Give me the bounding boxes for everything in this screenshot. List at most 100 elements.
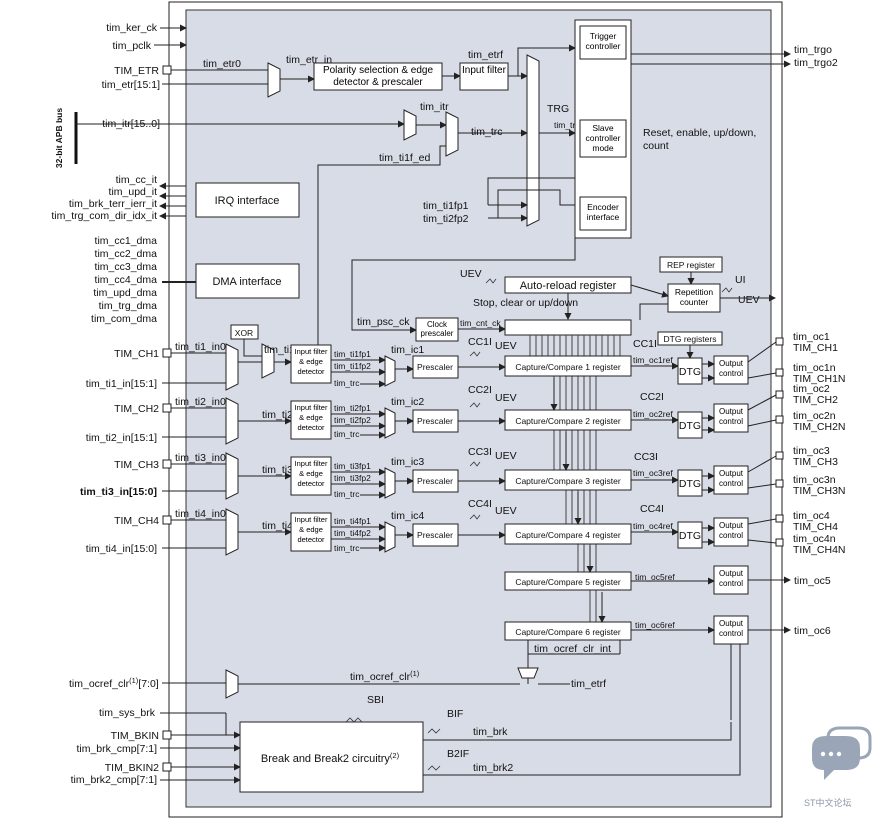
tim-ch4n-label: TIM_CH4N <box>793 544 846 556</box>
count-label: count <box>643 140 669 152</box>
tim-ti3-in-label: tim_ti3_in[15:0] <box>80 486 157 498</box>
repetition-counter-block <box>667 283 721 313</box>
uev-label: UEV <box>495 505 517 517</box>
fp2-label: tim_ti1fp2 <box>334 361 371 371</box>
oc1ref-label: tim_oc1ref <box>633 355 673 365</box>
apb-bus-label-group: 32-bit APB bus <box>54 108 64 168</box>
tim-ti1-in-label: tim_ti1_in[15:1] <box>86 378 157 390</box>
break-label: Break and Break2 circuitry(2) <box>261 751 400 765</box>
uev-right-label: UEV <box>738 294 760 306</box>
output-control-label: Output control <box>718 359 743 378</box>
cc6-register-label: Capture/Compare 6 register <box>515 627 621 637</box>
fp2-label: tim_ti4fp2 <box>334 528 371 538</box>
output-control-label: Output control <box>718 569 743 588</box>
fp1-label: tim_ti3fp1 <box>334 461 371 471</box>
tim-trgo2-label: tim_trgo2 <box>794 57 838 69</box>
cc2-register-label: Capture/Compare 2 register <box>515 416 621 426</box>
tim-ti1-label: tim_ti1 <box>264 344 295 356</box>
dma-interface-label: DMA interface <box>212 276 281 288</box>
input-filter-edge-block <box>290 456 332 496</box>
tim-ocref-clr-mid-label: tim_ocref_clr(1) <box>350 669 420 683</box>
irq-dma-section: IRQ interface DMA interface <box>159 182 300 299</box>
apb-bus-label: 32-bit APB bus <box>54 108 64 168</box>
uev-label: UEV <box>495 340 517 352</box>
ocref-clr-mux <box>517 667 539 679</box>
ic-label: tim_ic1 <box>391 344 424 356</box>
tim-brk2-cmp-label: tim_brk2_cmp[7:1] <box>71 774 157 786</box>
cc4-register-block <box>504 523 632 545</box>
fp1-label: tim_ti1fp1 <box>334 349 371 359</box>
input-filter-edge-label: Input filter & edge detector <box>294 403 328 432</box>
dma-signal: tim_cc3_dma <box>95 261 158 273</box>
cc3i-right-label: CC3I <box>634 451 658 463</box>
tim-ch1-in-label: TIM_CH1 <box>114 348 159 360</box>
tim-ch2-out-label: TIM_CH2 <box>793 394 838 406</box>
tim-ti2-in0-label: tim_ti2_in0 <box>175 396 226 408</box>
channel-row-1: tim_ti1_in0 XOR tim_ti1 <box>162 324 295 391</box>
tim-ti4-in0-label: tim_ti4_in0 <box>175 508 226 520</box>
dtg-label: DTG <box>679 530 701 542</box>
tim-oc1-label: tim_oc1 <box>793 331 830 343</box>
cc1i-right-label: CC1I <box>633 338 657 350</box>
cc4-register-label: Capture/Compare 4 register <box>515 530 621 540</box>
trigger-controller-label: Trigger controller <box>585 31 621 51</box>
tim-ch4-out-label: TIM_CH4 <box>793 521 838 533</box>
oc4ref-label: tim_oc4ref <box>633 521 673 531</box>
trigger-controller-block <box>579 25 627 60</box>
input-filter-blocks: Input filter & edge detector Input filte… <box>290 344 332 552</box>
input-filter-edge-label: Input filter & edge detector <box>294 515 328 544</box>
oc5ref-label: tim_oc5ref <box>635 572 675 582</box>
auto-reload-label: Auto-reload register <box>520 280 617 292</box>
output-control-label: Output control <box>718 619 743 638</box>
timer-panel <box>185 9 772 808</box>
tim-oc3-label: tim_oc3 <box>793 445 830 457</box>
input-filter-label: Input filter <box>462 65 506 76</box>
watermark: ST中文论坛 <box>804 726 872 808</box>
tim-ti2-label: tim_ti2 <box>262 409 293 421</box>
channel-4-capture: tim_ti4fp1 tim_ti4fp2 tim_trc tim_ic4 Pr… <box>331 498 517 553</box>
ocref-clr-section: tim_ocref_clr(1) tim_ocref_clr_int tim_e… <box>162 640 621 699</box>
tim-ch3n-label: TIM_CH3N <box>793 485 846 497</box>
tim-etr0-label: tim_etr0 <box>203 58 241 70</box>
tim-ti1f-ed-label: tim_ti1f_ed <box>379 152 431 164</box>
tim-trgi-label: tim_trgi <box>554 120 582 130</box>
tim-upd-it-label: tim_upd_it <box>109 186 158 198</box>
tim-oc6-label: tim_oc6 <box>794 625 831 637</box>
cci-label: CC1I <box>468 336 492 348</box>
prescaler-label: Prescaler <box>417 416 453 426</box>
input-filter-block <box>459 62 509 91</box>
channel-3-capture: tim_ti3fp1 tim_ti3fp2 tim_trc tim_ic3 Pr… <box>331 446 517 499</box>
trc-label: tim_trc <box>334 489 360 499</box>
dma-signal: tim_cc4_dma <box>95 274 158 286</box>
left-inputs: tim_ker_ck tim_pclk TIM_ETR tim_etr[15:1… <box>51 22 187 786</box>
dma-signal-list: tim_cc1_dma tim_cc2_dma tim_cc3_dma tim_… <box>91 235 157 325</box>
tim-ti3-label: tim_ti3 <box>262 464 293 476</box>
uev-label: UEV <box>495 392 517 404</box>
tim-ch1n-label: TIM_CH1N <box>793 373 846 385</box>
cc2i-right-label: CC2I <box>640 391 664 403</box>
cc1-register-label: Capture/Compare 1 register <box>515 362 621 372</box>
tim-etrf-bottom-label: tim_etrf <box>571 678 606 690</box>
tim-ch2-in-label: TIM_CH2 <box>114 403 159 415</box>
tim-brk-cmp-label: tim_brk_cmp[7:1] <box>76 743 157 755</box>
tim-trc-label: tim_trc <box>471 126 503 138</box>
rep-register-label: REP register <box>667 260 715 270</box>
output-control-block <box>713 355 749 385</box>
output-control-block <box>713 565 749 595</box>
dtg-label: DTG <box>679 478 701 490</box>
output-control-block <box>713 517 749 547</box>
irq-interface-label: IRQ interface <box>215 195 280 207</box>
trgi-mux <box>526 54 540 227</box>
input-filter-edge-block <box>290 512 332 552</box>
prescaler-label: Prescaler <box>417 476 453 486</box>
sbi-label: SBI <box>367 694 384 706</box>
encoder-interface-label: Encoder interface <box>586 202 620 222</box>
ic-label: tim_ic3 <box>391 456 424 468</box>
chat-bubble-icon <box>812 736 860 780</box>
cci-label: CC4I <box>468 498 492 510</box>
oc6ref-label: tim_oc6ref <box>635 620 675 630</box>
tim-oc4n-label: tim_oc4n <box>793 533 836 545</box>
tim-oc2-label: tim_oc2 <box>793 383 830 395</box>
output-control-label: Output control <box>718 521 743 540</box>
